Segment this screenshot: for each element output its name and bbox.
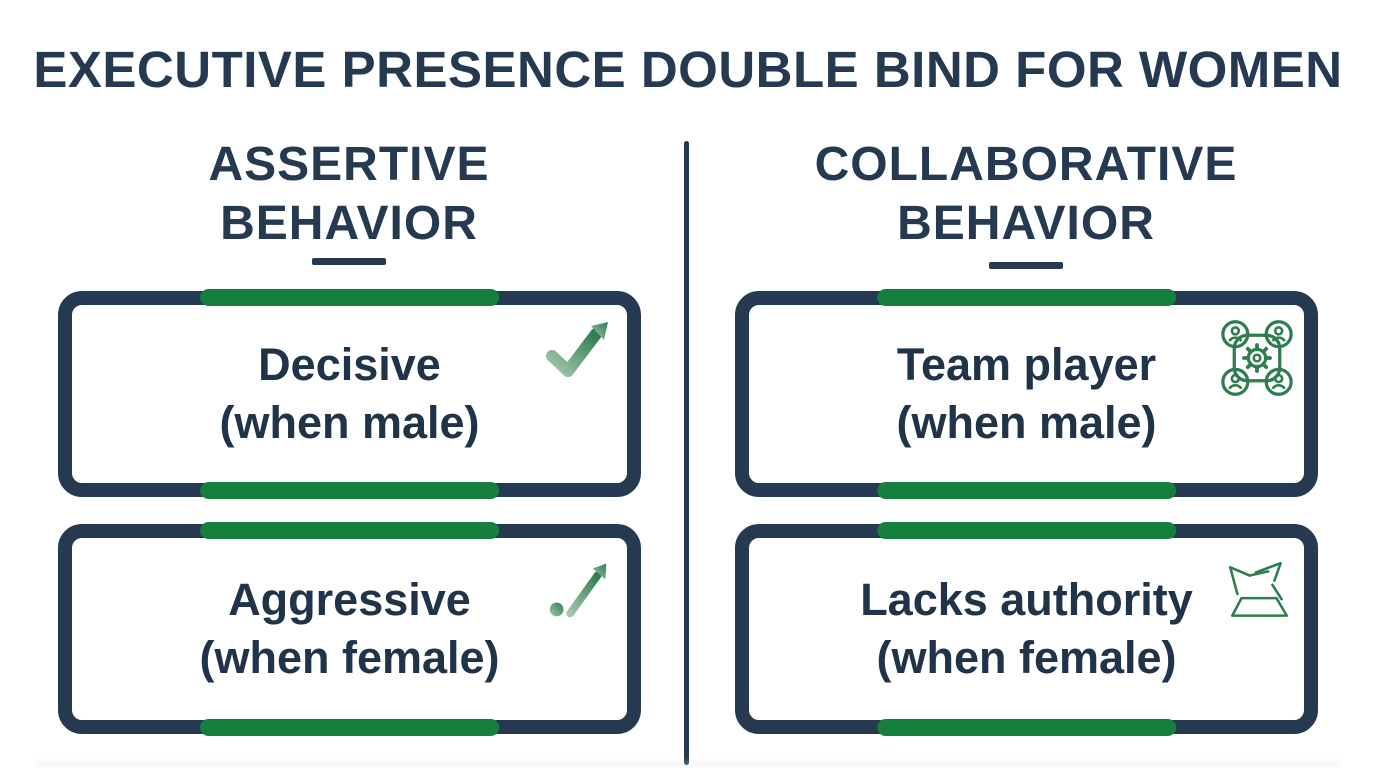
card-lacks-authority-when-female: Lacks authority (when female)	[735, 522, 1318, 736]
card-text: Lacks authority (when female)	[749, 538, 1304, 720]
exclamation-trend-up-icon	[541, 551, 619, 629]
card-accent-bottom	[876, 482, 1177, 499]
page-title: EXECUTIVE PRESENCE DOUBLE BIND FOR WOMEN	[33, 41, 1343, 98]
column-divider	[684, 141, 689, 765]
column-header-collaborative: COLLABORATIVE BEHAVIOR	[726, 136, 1326, 253]
check-trend-up-icon	[539, 313, 619, 393]
card-text: Aggressive (when female)	[72, 538, 627, 720]
card-qualifier: (when male)	[896, 397, 1157, 448]
card-label: Aggressive	[228, 574, 471, 626]
column-header-line: ASSERTIVE	[208, 138, 490, 191]
card-label: Team player	[896, 339, 1157, 391]
card-decisive-when-male: Decisive (when male)	[58, 289, 641, 499]
card-text: Decisive (when male)	[72, 305, 627, 483]
team-collaboration-gear-icon	[1218, 319, 1296, 397]
header-underline	[312, 258, 386, 265]
card-accent-bottom	[876, 719, 1177, 736]
card-accent-bottom	[199, 482, 500, 499]
card-qualifier: (when female)	[876, 632, 1177, 683]
column-header-line: BEHAVIOR	[220, 196, 478, 250]
card-label: Lacks authority	[860, 574, 1193, 626]
header-underline	[989, 262, 1063, 269]
card-accent-top	[199, 522, 500, 539]
column-header-line: BEHAVIOR	[897, 196, 1155, 250]
card-team-player-when-male: Team player (when male)	[735, 289, 1318, 499]
card-accent-top	[199, 289, 500, 306]
card-aggressive-when-female: Aggressive (when female)	[58, 522, 641, 736]
card-accent-bottom	[199, 719, 500, 736]
broken-frame-icon	[1222, 556, 1296, 630]
column-header-assertive: ASSERTIVE BEHAVIOR	[49, 136, 649, 253]
card-accent-top	[876, 522, 1177, 539]
card-label: Decisive	[258, 339, 441, 391]
card-qualifier: (when male)	[219, 397, 480, 448]
card-accent-top	[876, 289, 1177, 306]
card-qualifier: (when female)	[199, 632, 500, 683]
card-text: Team player (when male)	[749, 305, 1304, 483]
bottom-artifact	[36, 761, 1340, 767]
column-header-line: COLLABORATIVE	[814, 138, 1238, 191]
